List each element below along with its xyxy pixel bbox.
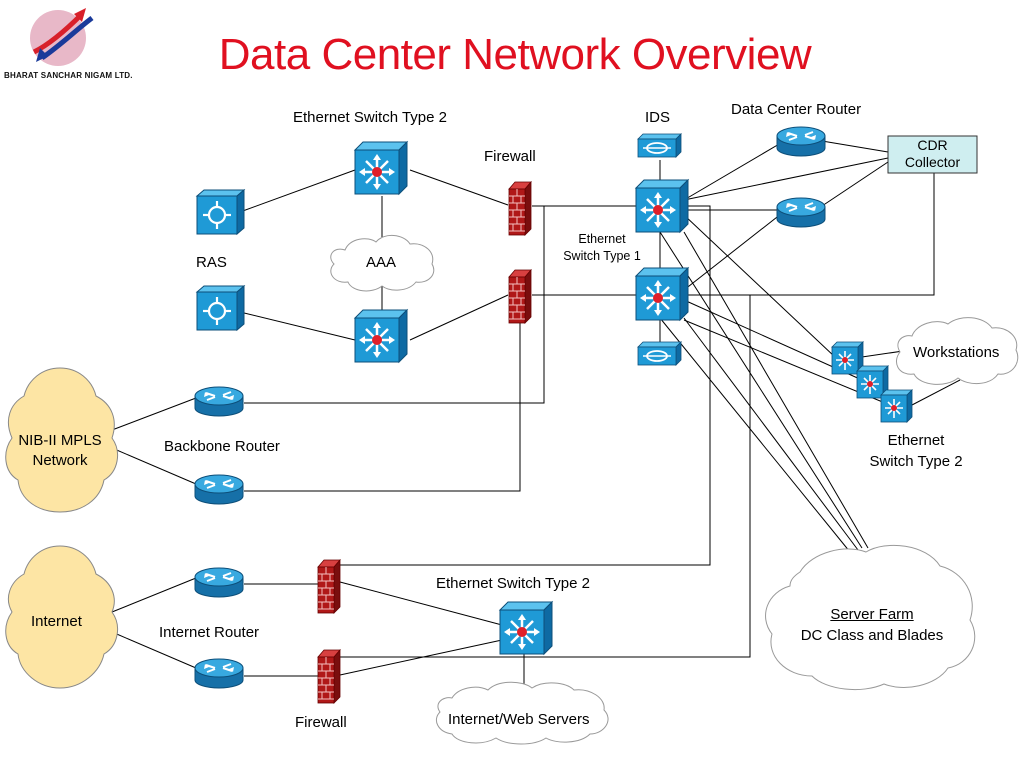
ras-device-bottom <box>195 284 246 332</box>
label-server-farm: Server Farm DC Class and Blades <box>800 606 944 644</box>
web-servers-cloud <box>436 681 609 745</box>
label-internet-web-servers: Internet/Web Servers <box>448 711 590 728</box>
label-internet: Internet <box>31 613 82 630</box>
label-workstations: Workstations <box>913 344 1000 361</box>
firewall-bottom-1 <box>317 559 341 614</box>
ethernet-switch-type2-bottom <box>498 600 554 656</box>
data-center-router-1 <box>776 126 826 157</box>
bsnl-logo <box>30 8 94 66</box>
label-firewall-bottom: Firewall <box>295 714 347 731</box>
firewall-bottom-2 <box>317 649 341 704</box>
ids-sensor-top <box>637 133 682 158</box>
aaa-cloud <box>330 235 435 292</box>
ids-sensor-bottom <box>637 341 682 366</box>
label-cdr-collector: CDR Collector <box>904 137 961 170</box>
workstations-cloud <box>896 317 1019 385</box>
nib-cloud <box>5 367 119 513</box>
label-eth-switch-type1: Ethernet Switch Type 1 <box>563 232 641 263</box>
label-ras: RAS <box>196 254 227 271</box>
backbone-router-1 <box>194 386 244 417</box>
label-nib-mpls: NIB-II MPLS Network <box>18 432 102 469</box>
label-eth-switch-type2-top: Ethernet Switch Type 2 <box>293 109 447 126</box>
cdr-collector-box <box>887 135 978 174</box>
page-title: Data Center Network Overview <box>218 30 812 79</box>
backbone-router-2 <box>194 474 244 505</box>
label-ids: IDS <box>645 109 671 126</box>
label-eth-switch-type2-bottom: Ethernet Switch Type 2 <box>436 575 590 592</box>
workstation-switch-3 <box>880 389 913 423</box>
ethernet-switch-type2-top <box>353 140 409 196</box>
label-internet-router: Internet Router <box>159 624 260 641</box>
data-center-router-2 <box>776 197 826 228</box>
internet-router-1 <box>194 567 244 598</box>
ethernet-switch-type1-bottom <box>634 266 690 322</box>
internet-cloud <box>5 545 119 689</box>
internet-router-2 <box>194 658 244 689</box>
server-farm-cloud <box>765 544 976 690</box>
label-data-center-router: Data Center Router <box>731 101 862 118</box>
ethernet-switch-type2-middle <box>353 308 409 364</box>
ras-device-top <box>195 188 246 236</box>
label-eth-switch-type2-right: Ethernet Switch Type 2 <box>869 432 963 470</box>
firewall-top-1 <box>508 181 532 236</box>
label-firewall-top: Firewall <box>484 148 536 165</box>
label-aaa: AAA <box>366 254 397 271</box>
firewall-top-2 <box>508 269 532 324</box>
ethernet-switch-type1-top <box>634 178 690 234</box>
logo-text: BHARAT SANCHAR NIGAM LTD. <box>4 71 133 80</box>
label-backbone-router: Backbone Router <box>164 438 280 455</box>
